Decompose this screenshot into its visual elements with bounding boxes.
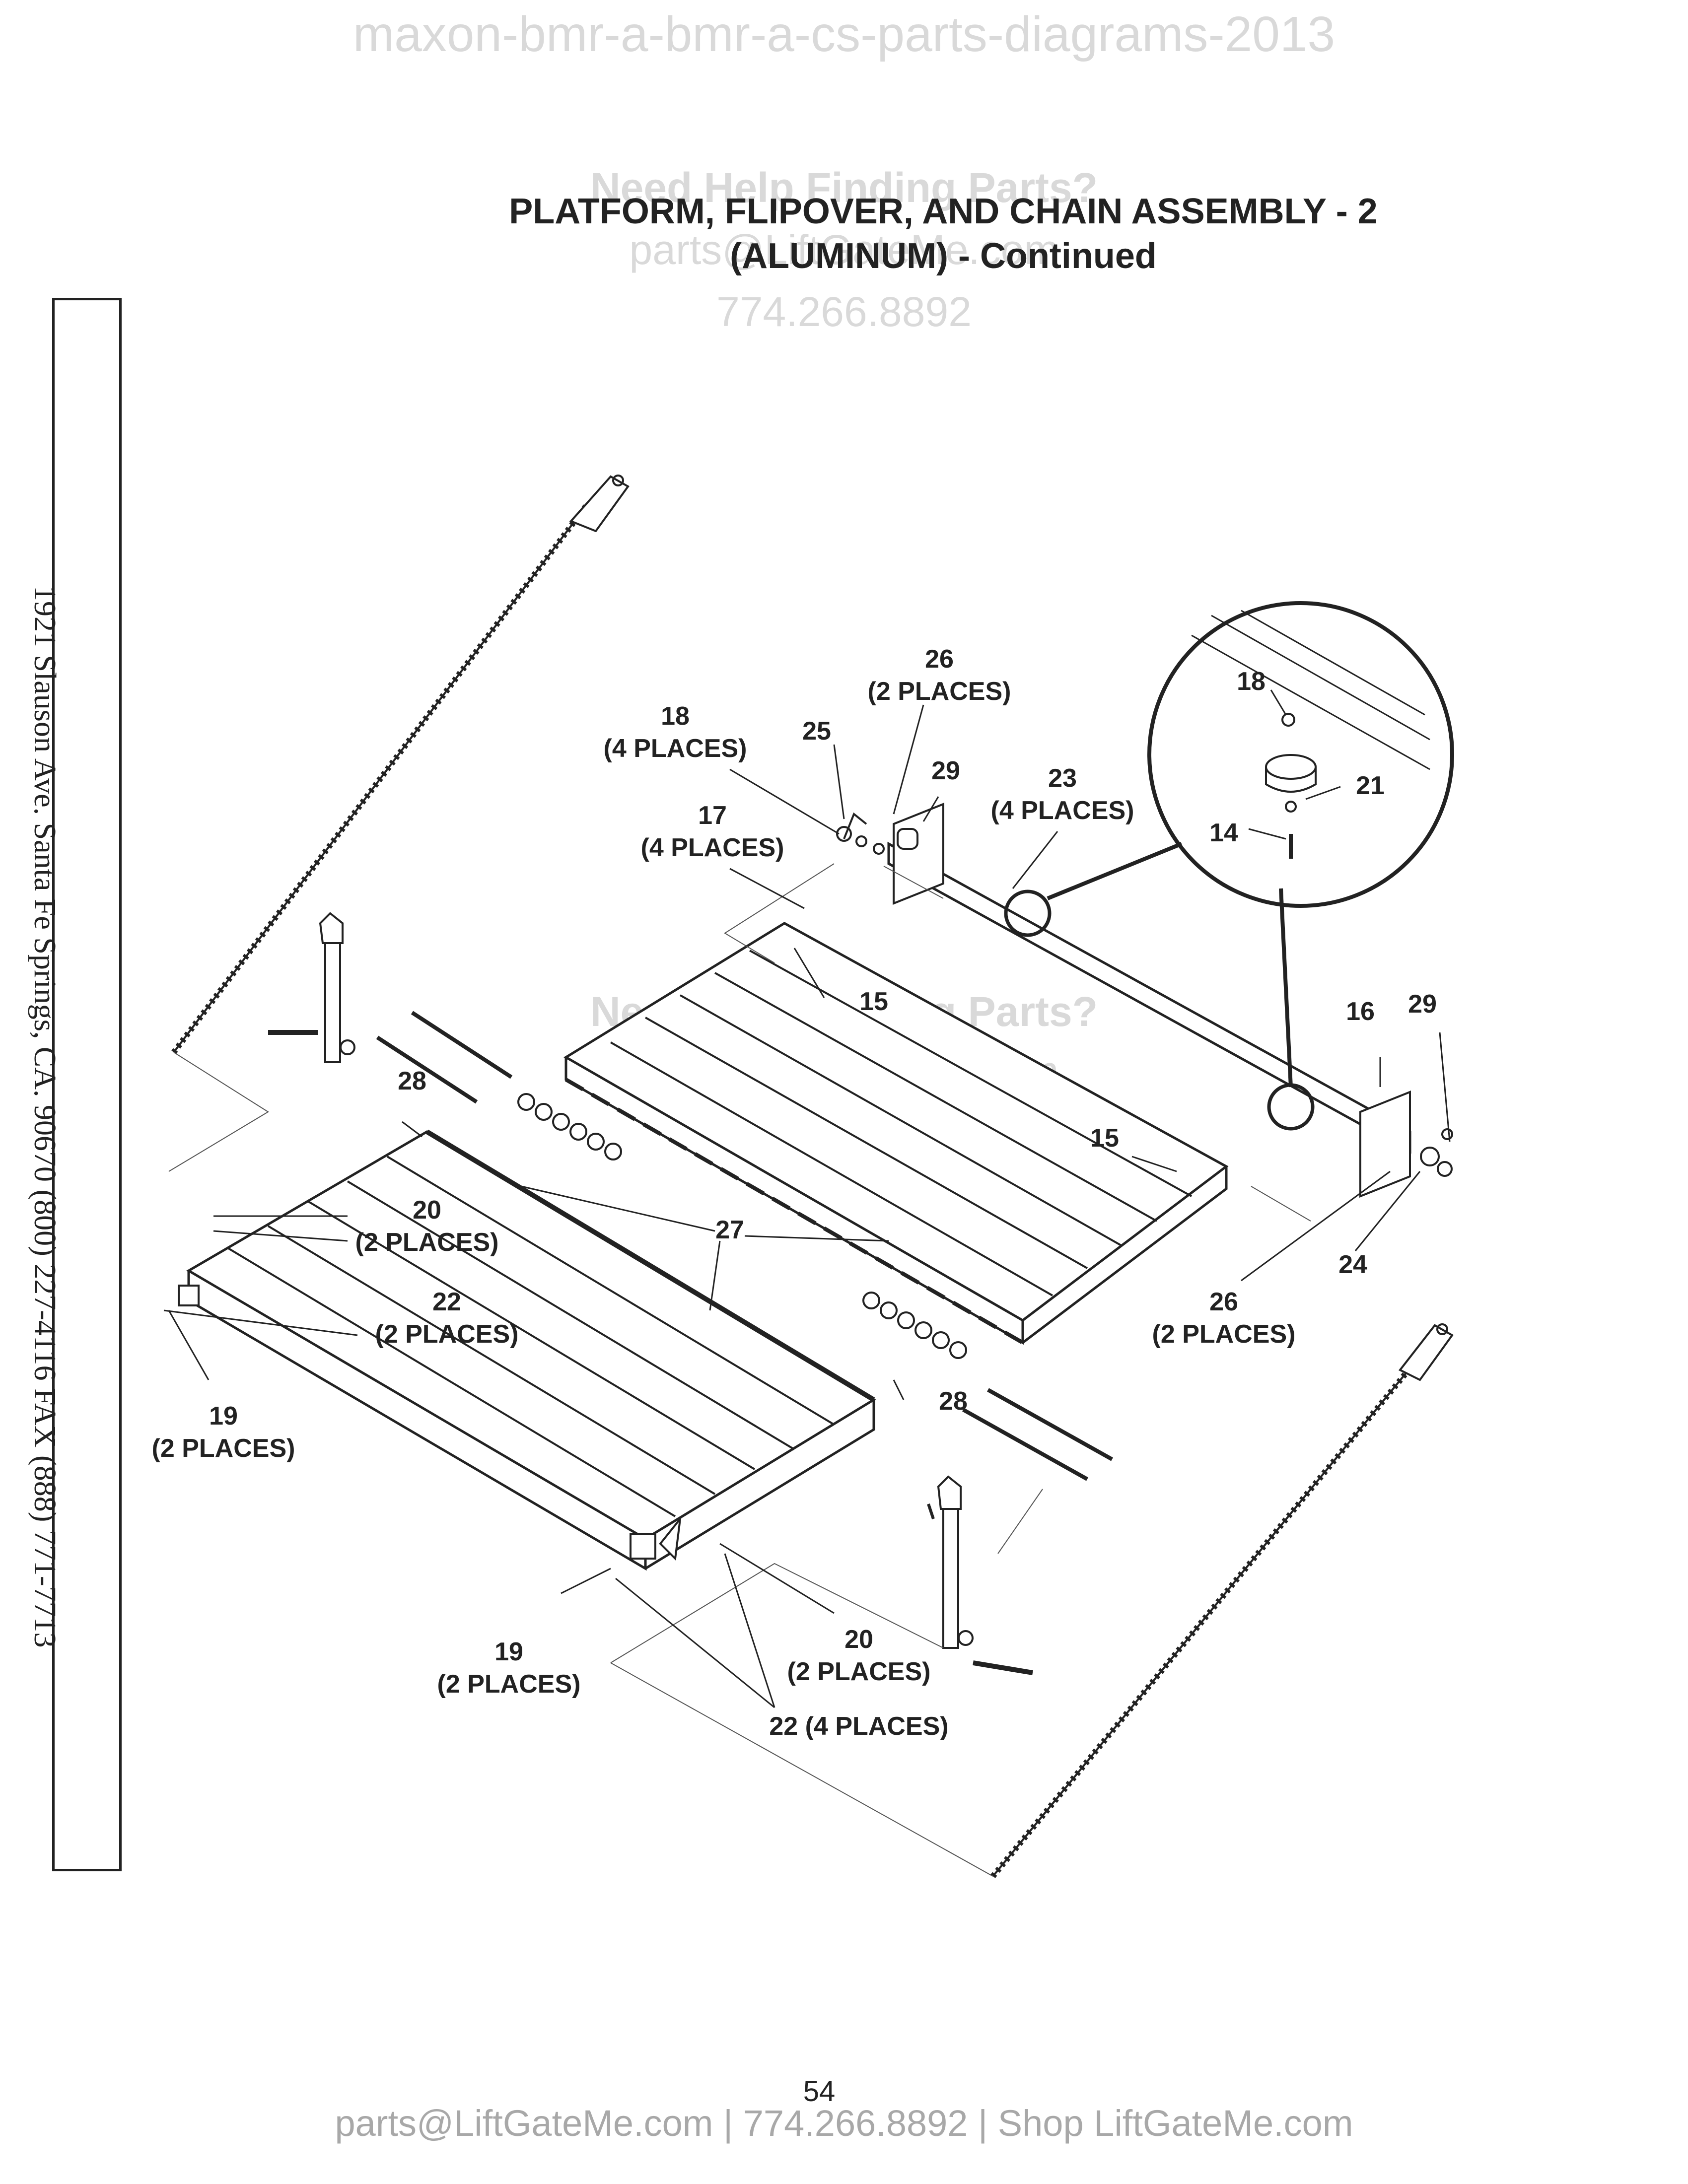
detail-callout-18: 18 xyxy=(1237,667,1266,696)
page-number: 54 xyxy=(803,2075,836,2108)
callout-28-number: 28 xyxy=(398,1067,426,1095)
company-sidebar xyxy=(52,298,122,1871)
callout-26-qty: (2 PLACES) xyxy=(1152,1320,1296,1349)
callout-18-qty: (4 PLACES) xyxy=(604,734,747,763)
callout-19-qty: (2 PLACES) xyxy=(152,1434,295,1463)
callout-15-number: 15 xyxy=(1090,1124,1119,1153)
nut-stack xyxy=(517,1093,967,1359)
detail-callout-14: 14 xyxy=(1209,819,1238,847)
document-watermark: maxon-bmr-a-bmr-a-cs-parts-diagrams-2013 xyxy=(352,6,1336,62)
callout-26-number: 26 xyxy=(925,645,954,674)
callout-16-number: 16 xyxy=(1346,997,1375,1026)
callout-27-number: 27 xyxy=(715,1216,744,1244)
callout-29-number: 29 xyxy=(1408,990,1437,1019)
leader-lines xyxy=(163,689,1451,1708)
callout-15-number: 15 xyxy=(859,987,888,1016)
callout-17-qty: (4 PLACES) xyxy=(641,833,784,862)
callout-18-number: 18 xyxy=(661,702,690,731)
callout-labels: 26 (2 PLACES) 18 (4 PLACES) 25 29 23 (4 … xyxy=(152,645,1437,1741)
callout-29-number: 29 xyxy=(931,756,960,785)
left-chain xyxy=(171,475,630,1054)
callout-22-number: 22 xyxy=(432,1288,461,1316)
callout-23-number: 23 xyxy=(1048,764,1077,793)
left-flipover-bracket xyxy=(268,912,355,1063)
callout-19-number: 19 xyxy=(494,1638,523,1666)
rear-frame xyxy=(836,803,1453,1198)
callout-25-number: 25 xyxy=(802,717,831,746)
help-watermark-line: Need Help Finding Parts? xyxy=(590,164,1098,211)
right-chain xyxy=(990,1323,1454,1878)
callout-20-number: 20 xyxy=(844,1625,873,1654)
callout-17-number: 17 xyxy=(698,801,727,830)
callout-20-qty: (2 PLACES) xyxy=(787,1657,931,1686)
page-title: PLATFORM, FLIPOVER, AND CHAIN ASSEMBLY -… xyxy=(509,192,1378,231)
callout-26-number: 26 xyxy=(1209,1288,1238,1316)
upper-platform xyxy=(563,922,1229,1345)
contact-footer: parts@LiftGateMe.com | 774.266.8892 | Sh… xyxy=(335,2103,1353,2144)
callout-20-number: 20 xyxy=(413,1196,441,1225)
callout-28-number: 28 xyxy=(939,1387,968,1416)
callout-19-qty: (2 PLACES) xyxy=(437,1670,581,1699)
callout-22-qty: (2 PLACES) xyxy=(375,1320,519,1349)
callout-24-number: 24 xyxy=(1338,1250,1367,1279)
page-subtitle: (ALUMINUM) - Continued xyxy=(730,236,1157,276)
callout-20-qty: (2 PLACES) xyxy=(355,1228,499,1257)
callout-23-qty: (4 PLACES) xyxy=(991,796,1134,825)
projection-lines xyxy=(168,863,1311,1877)
right-flipover-bracket xyxy=(927,1475,1033,1675)
callout-22-number: 22 (4 PLACES) xyxy=(769,1712,948,1741)
callout-19-number: 19 xyxy=(209,1402,238,1431)
callout-26-qty: (2 PLACES) xyxy=(868,677,1011,706)
lower-platform xyxy=(178,1129,876,1571)
detail-callout-21: 21 xyxy=(1356,771,1385,800)
help-watermark-line: parts@LiftGateMe.com xyxy=(629,226,1059,273)
hinge-rods xyxy=(376,1011,1113,1481)
help-watermark-line: 774.266.8892 xyxy=(716,288,972,335)
detail-inset xyxy=(1004,601,1454,1131)
